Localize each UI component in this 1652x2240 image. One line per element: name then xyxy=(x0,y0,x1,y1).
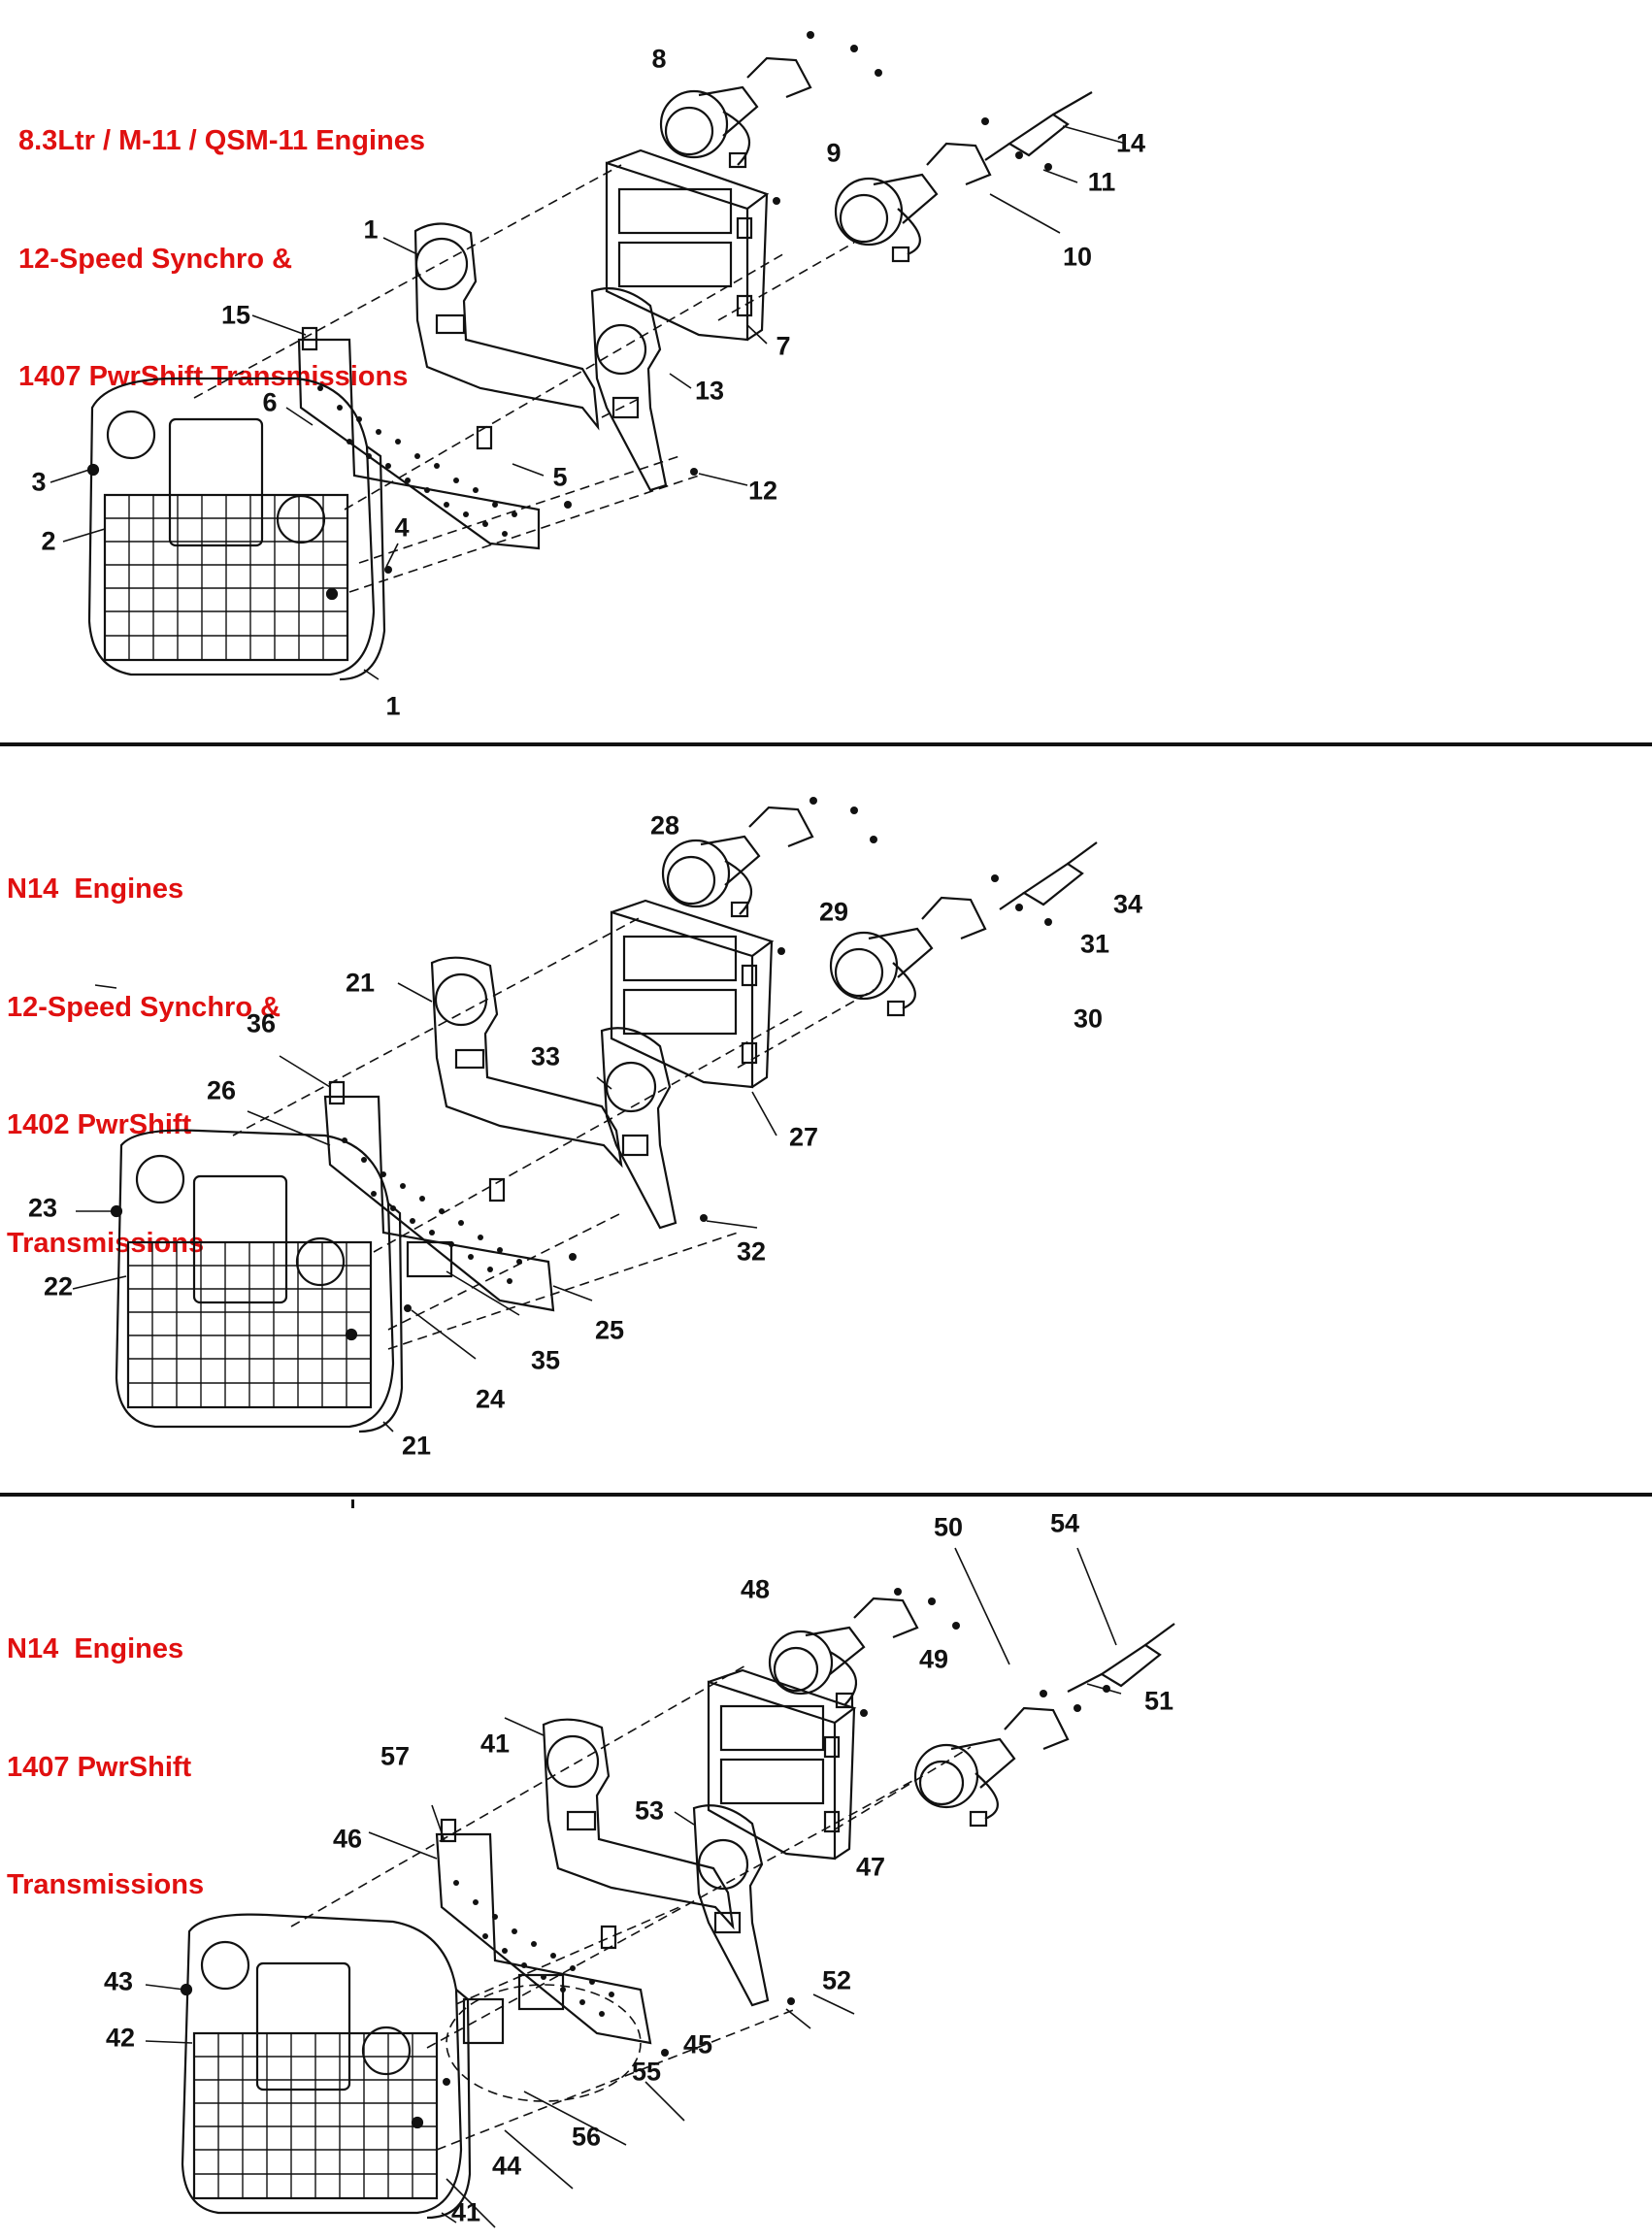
callout-section-3-part-45: 45 xyxy=(682,2029,713,2059)
callout-section-2-part-30: 30 xyxy=(1073,1004,1104,1034)
callout-section-3-part-56: 56 xyxy=(571,2122,602,2152)
callout-section-3-part-54: 54 xyxy=(1049,1508,1080,1538)
callout-section-3-part-48: 48 xyxy=(740,1574,771,1604)
section-2-title: N14 Engines 12-Speed Synchro & 1402 PwrS… xyxy=(7,791,281,1341)
callout-section-1-part-2: 2 xyxy=(41,526,56,556)
callout-section-2-part-21: 21 xyxy=(345,968,376,998)
callout-section-1-part-10: 10 xyxy=(1062,242,1093,272)
section-2-title-line-1: N14 Engines xyxy=(7,873,184,905)
callout-section-1-part-1: 1 xyxy=(363,214,379,245)
section-3-title-line-3: Transmissions xyxy=(7,1869,205,1900)
section-1-title-line-1: 8.3Ltr / M-11 / QSM-11 Engines xyxy=(18,125,426,156)
callout-section-1-part-1-lower: 1 xyxy=(385,691,401,721)
section-3-title-line-1: N14 Engines xyxy=(7,1633,184,1664)
callout-section-1-part-6: 6 xyxy=(262,387,278,417)
stray-mark xyxy=(351,1499,354,1508)
callout-section-2-part-22: 22 xyxy=(43,1271,74,1301)
callout-section-2-part-33: 33 xyxy=(530,1041,561,1071)
callout-section-2-part-36: 36 xyxy=(246,1008,277,1038)
callout-section-3-part-51: 51 xyxy=(1143,1686,1174,1716)
callout-section-1-part-7: 7 xyxy=(776,331,791,361)
callout-section-2-part-21-lower: 21 xyxy=(401,1431,432,1461)
callout-section-2-part-35: 35 xyxy=(530,1345,561,1375)
section-divider-2 xyxy=(0,1493,1652,1497)
callout-section-3-part-47: 47 xyxy=(855,1852,886,1882)
callout-section-1-part-11: 11 xyxy=(1087,167,1116,197)
callout-section-2-part-24: 24 xyxy=(475,1384,506,1414)
callout-section-3-part-46: 46 xyxy=(332,1824,363,1854)
callout-section-3-part-41: 41 xyxy=(479,1729,511,1759)
callout-section-3-part-57: 57 xyxy=(380,1741,411,1771)
callout-section-1-part-9: 9 xyxy=(826,138,842,168)
callout-section-3-part-52: 52 xyxy=(821,1965,852,1995)
section-1-title-line-2: 12-Speed Synchro & xyxy=(18,243,293,275)
callout-section-3-part-50: 50 xyxy=(933,1512,964,1542)
section-1-title-line-3: 1407 PwrShift Transmissions xyxy=(18,361,409,392)
callout-section-1-part-3: 3 xyxy=(31,467,47,497)
callout-section-1-part-15: 15 xyxy=(220,300,251,330)
section-3-title: N14 Engines 1407 PwrShift Transmissions xyxy=(7,1551,204,1984)
callout-section-3-part-53: 53 xyxy=(634,1795,665,1826)
section-2-title-line-2: 12-Speed Synchro & xyxy=(7,991,281,1023)
callout-section-1-part-12: 12 xyxy=(747,476,778,506)
callout-section-2-part-34: 34 xyxy=(1112,889,1143,919)
callout-section-3-part-44: 44 xyxy=(491,2151,522,2181)
callout-section-1-part-8: 8 xyxy=(651,44,667,74)
callout-section-3-part-41-lower: 41 xyxy=(450,2197,481,2227)
section-3-drawing xyxy=(145,1547,1175,2228)
section-3-title-line-2: 1407 PwrShift xyxy=(7,1751,192,1783)
callout-section-1-part-14: 14 xyxy=(1115,128,1146,158)
callout-section-1-part-4: 4 xyxy=(394,512,410,543)
callout-section-2-part-25: 25 xyxy=(594,1315,625,1345)
callout-section-2-part-26: 26 xyxy=(206,1075,237,1105)
callout-section-2-part-29: 29 xyxy=(818,897,849,927)
callout-section-1-part-13: 13 xyxy=(694,376,725,406)
section-1-drawing xyxy=(50,31,1127,681)
callout-section-3-part-42: 42 xyxy=(105,2023,136,2053)
section-2-title-line-3: 1402 PwrShift xyxy=(7,1109,192,1140)
callout-section-3-part-49: 49 xyxy=(918,1644,949,1674)
section-1-title: 8.3Ltr / M-11 / QSM-11 Engines 12-Speed … xyxy=(18,43,425,476)
callout-section-2-part-27: 27 xyxy=(788,1122,819,1152)
section-2-drawing xyxy=(72,797,1098,1433)
callout-section-2-part-31: 31 xyxy=(1079,929,1110,959)
callout-section-1-part-5: 5 xyxy=(552,462,568,492)
callout-section-2-part-32: 32 xyxy=(736,1236,767,1267)
callout-section-2-part-28: 28 xyxy=(649,810,680,840)
section-divider-1 xyxy=(0,742,1652,746)
callout-section-3-part-43: 43 xyxy=(103,1966,134,1996)
callout-section-2-part-23: 23 xyxy=(27,1193,58,1223)
callout-section-3-part-55: 55 xyxy=(631,2057,662,2087)
